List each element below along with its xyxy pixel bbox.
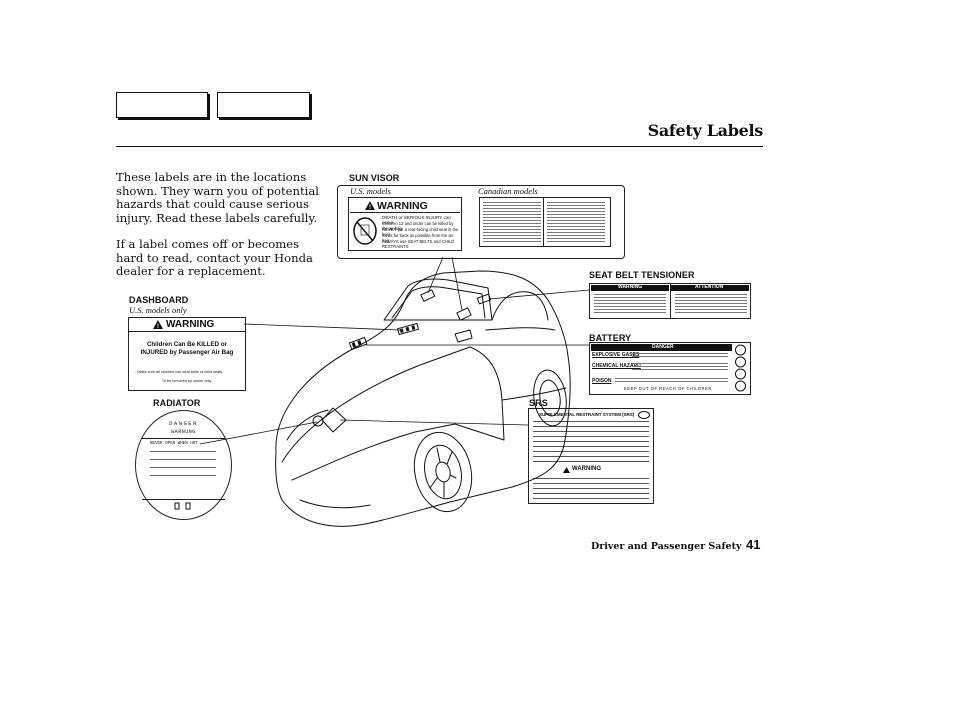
footer-section: Driver and Passenger Safety <box>591 541 742 552</box>
page-number: 41 <box>746 537 760 552</box>
